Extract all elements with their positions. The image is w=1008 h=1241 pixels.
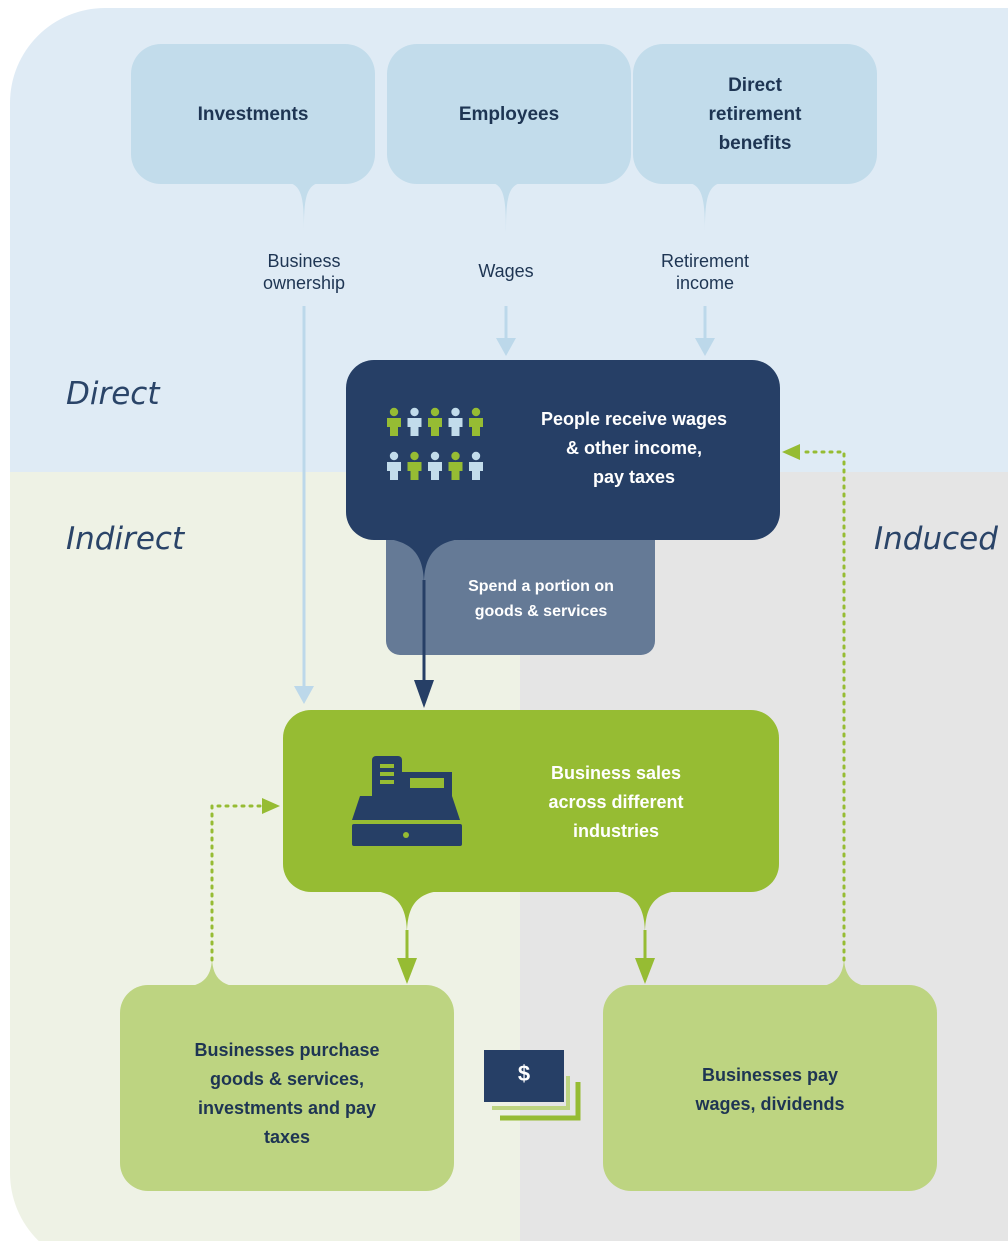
cash-register-icon xyxy=(352,756,462,846)
purchase-box-label: Businesses purchase goods & services, in… xyxy=(194,1040,380,1147)
business-ownership-label: Business ownership xyxy=(262,251,346,293)
person-figure xyxy=(469,451,483,480)
person-figure xyxy=(387,407,401,436)
sales-box-label: Business sales across different industri… xyxy=(548,762,684,841)
wages-label: Wages xyxy=(478,261,534,281)
person-figure xyxy=(448,451,463,480)
purchase-box-bg xyxy=(120,985,454,1191)
retirement-benefits-box: Direct retirement benefits xyxy=(633,44,877,184)
employees-tail xyxy=(486,182,528,232)
person-figure xyxy=(407,451,422,480)
wages-arrowhead xyxy=(496,338,516,356)
retirement-tail xyxy=(682,182,728,232)
sales-box-bg xyxy=(283,710,779,892)
person-figure xyxy=(448,407,463,436)
direct-zone-label: Direct xyxy=(66,376,160,412)
indirect-loop xyxy=(210,804,264,962)
induced-loop-arrowhead xyxy=(782,444,800,460)
ownership-arrowhead xyxy=(294,686,314,704)
retirement-income-label: Retirement income xyxy=(660,251,750,293)
indirect-loop-arrowhead xyxy=(262,798,280,814)
induced-loop xyxy=(798,450,846,962)
spend-box-label: Spend a portion on goods & services xyxy=(468,578,614,620)
induced-zone-label: Induced xyxy=(874,521,998,557)
people-box-tail xyxy=(372,538,476,585)
sales-left-tail xyxy=(360,890,454,935)
dollar-sign: $ xyxy=(517,1061,531,1086)
retirement-arrowhead xyxy=(695,338,715,356)
people-box-bg xyxy=(346,360,780,540)
investments-tail xyxy=(282,182,326,232)
person-figure xyxy=(428,407,442,436)
pay-box-bg xyxy=(603,985,937,1191)
sales-right-tail xyxy=(598,890,692,935)
pay-arrowhead xyxy=(635,958,655,984)
spend-arrowhead xyxy=(414,680,434,708)
people-icon xyxy=(387,407,483,480)
person-figure xyxy=(407,407,422,436)
person-figure xyxy=(469,407,483,436)
investments-box: Investments xyxy=(131,44,375,184)
employees-box: Employees xyxy=(387,44,631,184)
pay-box-label: Businesses pay wages, dividends xyxy=(695,1065,845,1114)
person-figure xyxy=(428,451,442,480)
money-icon xyxy=(484,1050,581,1121)
pay-box-tail xyxy=(812,956,876,987)
indirect-zone-label: Indirect xyxy=(66,521,185,557)
purchase-arrowhead xyxy=(397,958,417,984)
people-box-label: People receive wages & other income, pay… xyxy=(540,408,728,487)
purchase-box-tail xyxy=(180,956,244,987)
spend-box-bg xyxy=(386,505,655,655)
person-figure xyxy=(387,451,401,480)
